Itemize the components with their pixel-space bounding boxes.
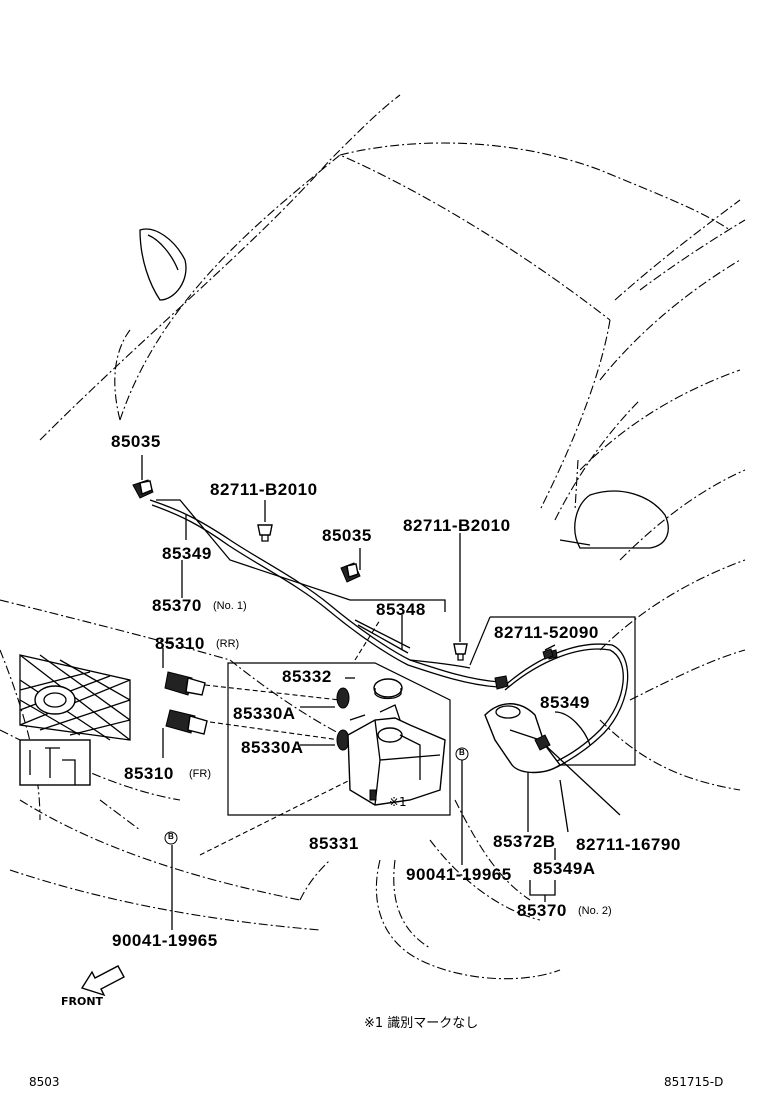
pump-85310-rr — [164, 671, 206, 696]
label-82711-16790: 82711-16790 — [576, 835, 681, 854]
marker-b-right — [455, 747, 469, 761]
bracket-85372b — [484, 703, 562, 774]
label-85370-no2-suffix: (No. 2) — [578, 905, 612, 917]
side-mirror-right — [559, 490, 669, 549]
label-85370-no1-suffix: (No. 1) — [213, 600, 247, 612]
label-85331: 85331 — [309, 834, 359, 853]
front-label: FRONT — [61, 995, 104, 1008]
label-85310-fr: 85310 — [124, 764, 174, 783]
label-85370-no2: 85370 — [517, 901, 567, 920]
label-mark-x1: ※1 — [389, 795, 407, 809]
label-85310-rr: 85310 — [155, 634, 205, 653]
clip-82711-16790 — [534, 734, 551, 751]
hose-no2-box — [469, 616, 636, 766]
label-90041-19965-a: 90041-19965 — [406, 865, 512, 884]
marker-b-right-letter: B — [459, 748, 465, 757]
label-85349a: 85349A — [533, 859, 596, 878]
label-85330a-a: 85330A — [233, 704, 296, 723]
reservoir-box — [227, 662, 451, 816]
label-85372b: 85372B — [493, 832, 556, 851]
reservoir-85331 — [347, 704, 446, 806]
label-85330a-b: 85330A — [241, 738, 304, 757]
label-85348: 85348 — [376, 600, 426, 619]
front-arrow-icon — [80, 965, 125, 997]
note-text: ※1 識別マークなし — [364, 1016, 479, 1031]
label-85035-a: 85035 — [111, 432, 161, 451]
footer-diagram-id: 851715-D — [664, 1075, 724, 1089]
clip-82711-b2010-b — [453, 643, 468, 661]
grommet-85330a-b — [336, 729, 350, 751]
clip-82711-52090 — [542, 648, 554, 660]
nozzle-85035-a — [132, 479, 154, 499]
label-85310-rr-suffix: (RR) — [216, 638, 240, 650]
marker-b-left-letter: B — [168, 832, 174, 841]
cap-85332 — [373, 678, 403, 700]
label-85035-b: 85035 — [322, 526, 372, 545]
label-82711-b2010-a: 82711-B2010 — [210, 480, 318, 499]
front-grille — [19, 654, 141, 831]
label-85332: 85332 — [282, 667, 332, 686]
dashed-connections — [199, 619, 381, 856]
label-85310-fr-suffix: (FR) — [189, 768, 211, 780]
footer-page-code: 8503 — [29, 1075, 60, 1089]
label-85349-a: 85349 — [162, 544, 212, 563]
label-85370-no1: 85370 — [152, 596, 202, 615]
callout-lines — [141, 455, 621, 930]
pump-85310-fr — [165, 709, 208, 735]
marker-b-left — [164, 831, 178, 845]
side-mirror-left — [139, 228, 187, 301]
label-90041-19965-b: 90041-19965 — [112, 931, 218, 950]
label-82711-b2010-b: 82711-B2010 — [403, 516, 511, 535]
label-82711-52090: 82711-52090 — [494, 623, 599, 642]
label-85349-b: 85349 — [540, 693, 590, 712]
grommet-85330a-a — [336, 687, 350, 709]
clip-82711-b2010-a — [257, 524, 273, 542]
car-body-outline — [0, 94, 746, 980]
nozzle-85035-b — [340, 562, 361, 583]
